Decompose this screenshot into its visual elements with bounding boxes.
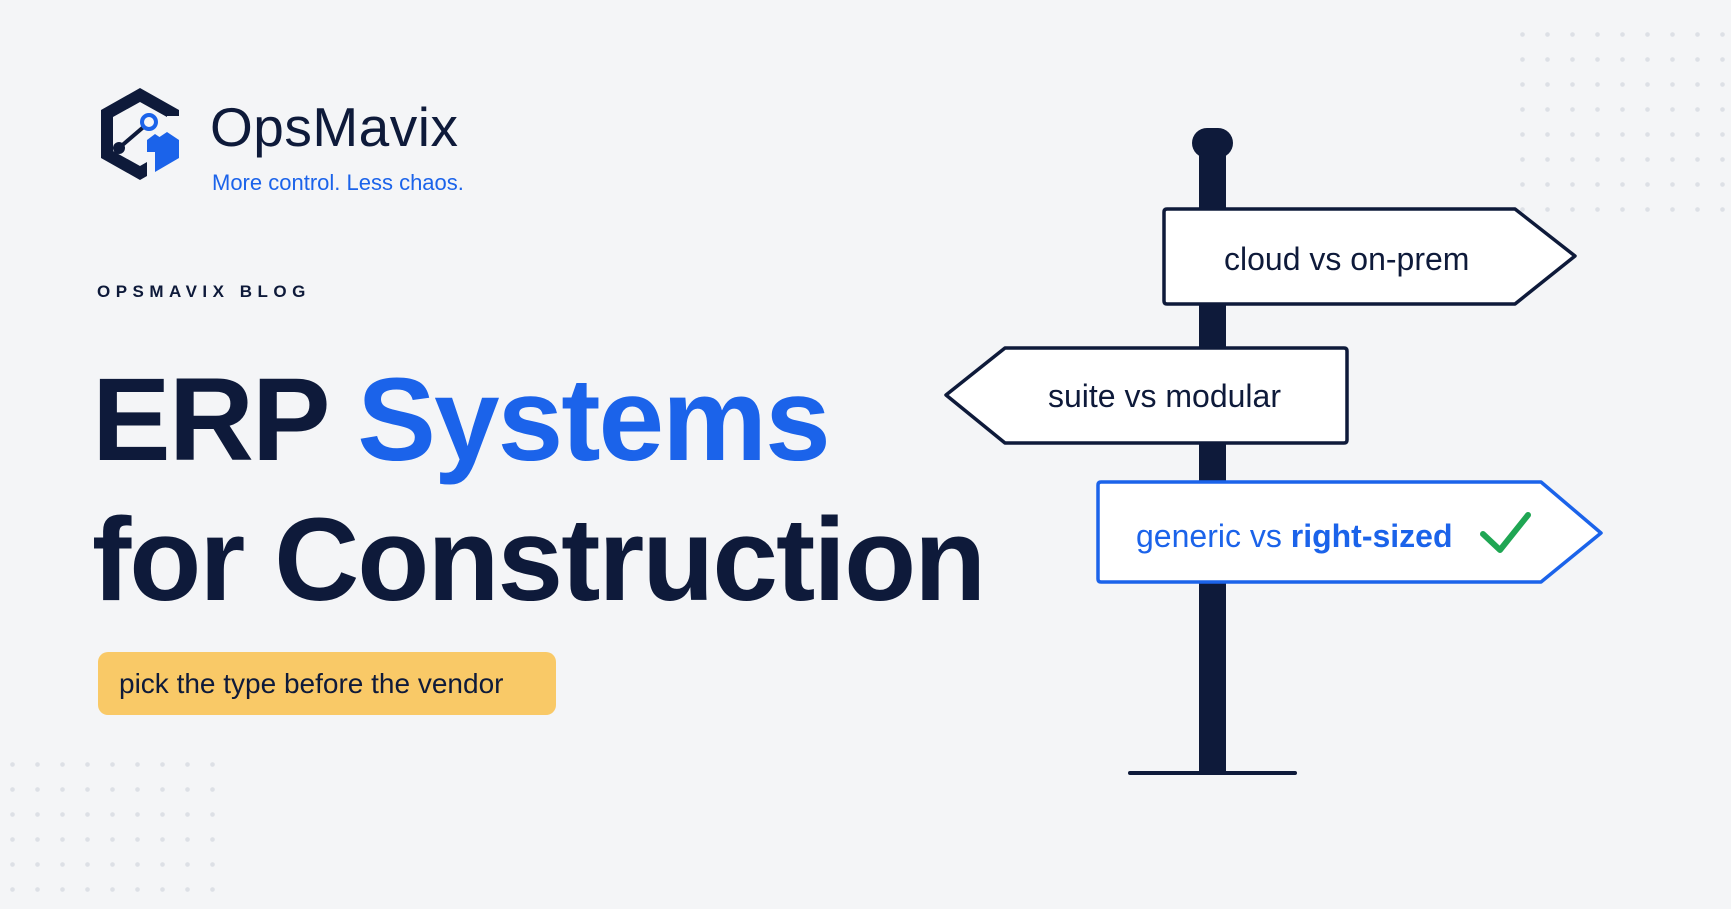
opsmavix-logo-icon — [101, 88, 179, 180]
sign-cloud-vs-on-prem — [1162, 207, 1577, 306]
sign-generic-vs-right-sized — [1096, 480, 1603, 584]
sign-label-suite: suite vs modular — [1048, 378, 1281, 414]
headline: ERP Systems for Construction — [92, 350, 986, 630]
sign-suite-vs-modular — [944, 346, 1349, 445]
dot-grid-bottom-left — [0, 752, 222, 909]
check-icon — [1480, 512, 1531, 553]
brand-name: OpsMavix — [210, 96, 459, 158]
sign-label-right-sized: right-sized — [1290, 518, 1453, 554]
subtitle-pill: pick the type before the vendor — [98, 652, 556, 715]
dot-grid-top-right — [1510, 22, 1731, 212]
sign-label-generic-prefix: generic vs — [1136, 518, 1291, 554]
blog-eyebrow: OPSMAVIX BLOG — [97, 282, 311, 301]
headline-line-2: for Construction — [92, 494, 986, 626]
sign-label-cloud: cloud vs on-prem — [1224, 241, 1470, 277]
headline-accent: Systems — [357, 354, 830, 486]
sign-label-generic: generic vs right-sized — [1136, 520, 1453, 552]
headline-part-1: ERP — [92, 354, 358, 486]
brand-tagline: More control. Less chaos. — [212, 170, 464, 195]
subtitle-pill-text: pick the type before the vendor — [119, 667, 504, 699]
headline-line-1: ERP Systems — [92, 350, 984, 490]
